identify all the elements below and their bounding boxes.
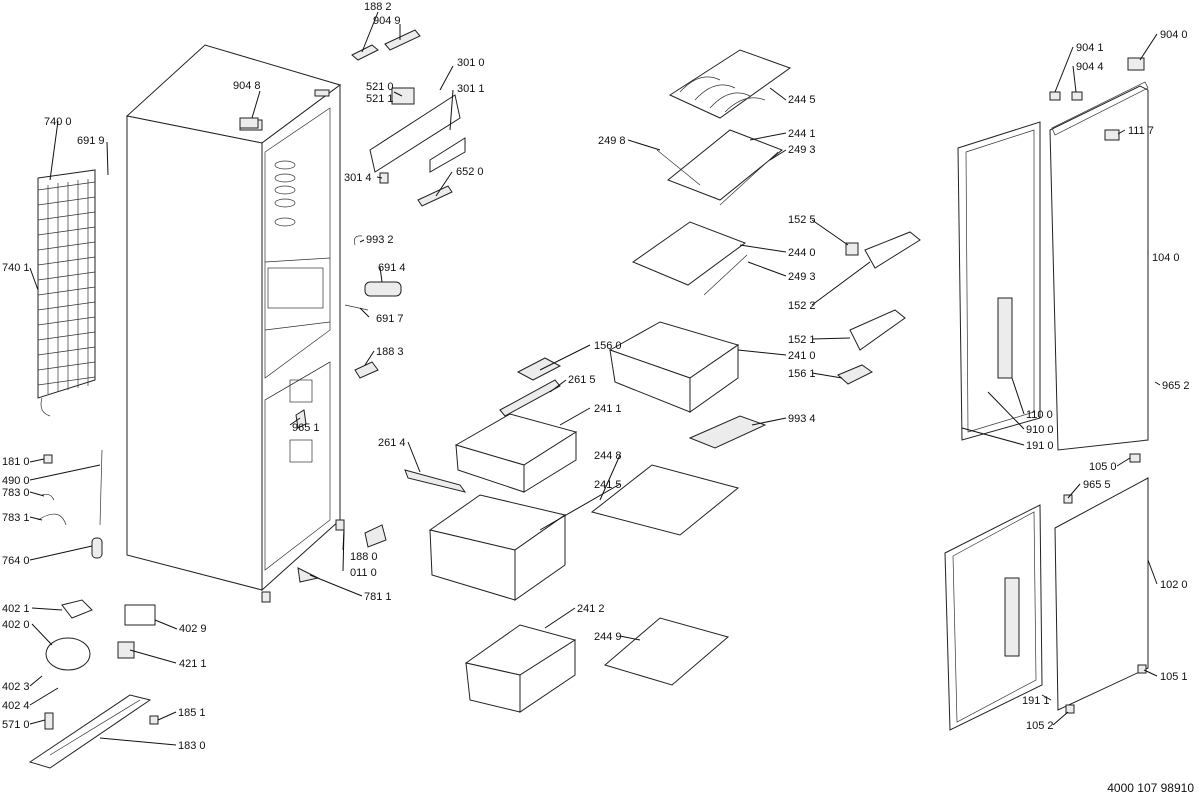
part-number-labels: 188 2 904 9 904 8 521 0 521 1 301 0 301 … [2,1,1190,752]
label-691-4: 691 4 [378,262,406,274]
label-152-1: 152 1 [788,334,816,346]
label-244-0: 244 0 [788,247,816,259]
label-764-0: 764 0 [2,555,30,567]
label-421-1: 421 1 [179,658,207,670]
label-111-7: 111 7 [1128,125,1154,137]
label-244-8: 244 8 [594,450,622,462]
control-panel [369,87,466,207]
label-965-1: 965 1 [292,422,320,434]
label-261-5: 261 5 [568,374,596,386]
label-241-5: 241 5 [594,479,622,491]
label-402-1: 402 1 [2,603,30,615]
label-740-0: 740 0 [44,116,72,128]
shelves-and-drawers [404,49,921,713]
label-301-4: 301 4 [344,172,372,184]
sensors-and-small-parts [295,235,402,583]
label-152-5: 152 5 [788,214,816,226]
label-105-0: 105 0 [1089,461,1117,473]
label-301-0: 301 0 [457,57,485,69]
label-241-2: 241 2 [577,603,605,615]
label-261-4: 261 4 [378,437,406,449]
label-241-0: 241 0 [788,350,816,362]
label-188-0: 188 0 [350,551,378,563]
label-402-3: 402 3 [2,681,30,693]
compressor-parts [28,449,159,769]
label-011-0: 011 0 [350,567,377,579]
label-152-2: 152 2 [788,300,816,312]
label-993-2: 993 2 [366,234,394,246]
leader-lines [29,11,1161,746]
label-241-1: 241 1 [594,403,622,415]
label-904-8: 904 8 [233,80,261,92]
label-188-2: 188 2 [364,1,392,13]
label-781-1: 781 1 [364,591,392,603]
label-249-8: 249 8 [598,135,626,147]
label-904-4: 904 4 [1076,61,1104,73]
label-105-2: 105 2 [1026,720,1054,732]
label-301-1: 301 1 [457,83,485,95]
label-783-0: 783 0 [2,487,30,499]
label-402-9: 402 9 [179,623,207,635]
label-490-0: 490 0 [2,475,30,487]
label-965-5: 965 5 [1083,479,1111,491]
label-402-4: 402 4 [2,700,30,712]
label-185-1: 185 1 [178,707,206,719]
refrigerator-cabinet [125,44,345,603]
label-102-0: 102 0 [1160,579,1188,591]
label-521-1: 521 1 [366,93,394,105]
label-181-0: 181 0 [2,456,30,468]
label-904-0: 904 0 [1160,29,1188,41]
label-244-1: 244 1 [788,128,816,140]
label-783-1: 783 1 [2,512,30,524]
label-652-0: 652 0 [456,166,484,178]
label-904-9: 904 9 [373,15,401,27]
condenser-coil [37,169,96,417]
label-571-0: 571 0 [2,719,30,731]
label-156-0: 156 0 [594,340,622,352]
label-249-3: 249 3 [788,144,816,156]
document-number: 4000 107 98910 [1107,781,1194,795]
label-244-9: 244 9 [594,631,622,643]
label-156-1: 156 1 [788,368,816,380]
label-188-3: 188 3 [376,346,404,358]
label-691-7: 691 7 [376,313,404,325]
label-740-1: 740 1 [2,262,30,274]
label-965-2: 965 2 [1162,380,1190,392]
label-244-5: 244 5 [788,94,816,106]
label-993-4: 993 4 [788,413,816,425]
label-691-9: 691 9 [77,135,105,147]
label-191-1: 191 1 [1022,695,1050,707]
lower-door [944,453,1149,731]
label-105-1: 105 1 [1160,671,1188,683]
label-104-0: 104 0 [1152,252,1180,264]
label-183-0: 183 0 [178,740,206,752]
top-hinge-parts [239,29,421,129]
label-904-1: 904 1 [1076,42,1104,54]
upper-door [957,57,1149,451]
label-521-0: 521 0 [366,81,394,93]
label-191-0: 191 0 [1026,440,1054,452]
label-910-0: 910 0 [1026,424,1054,436]
label-402-0: 402 0 [2,619,30,631]
label-110-0: 110 0 [1026,409,1053,421]
label-249-3: 249 3 [788,271,816,283]
